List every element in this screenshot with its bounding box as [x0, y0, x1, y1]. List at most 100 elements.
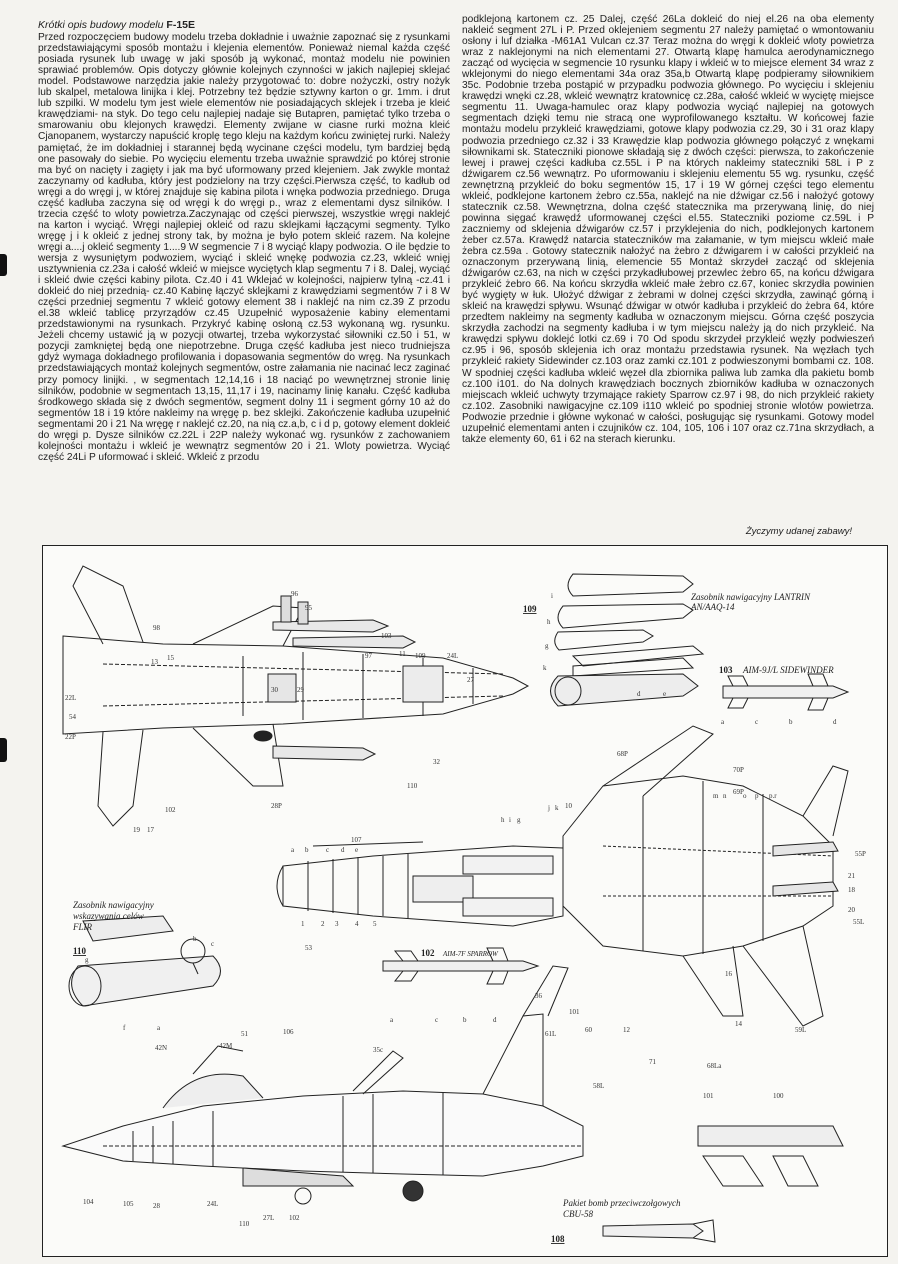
- part-label: a: [390, 1016, 394, 1024]
- part-label: 103: [381, 632, 392, 640]
- part-label: d: [341, 846, 345, 854]
- mid-fuselage-drawing: [276, 841, 564, 927]
- part-label: 55P: [855, 850, 866, 858]
- part-label: 19: [133, 826, 141, 834]
- lantirn-caption: Zasobnik nawigacyjny LANTRIN: [691, 592, 811, 602]
- part-label: m: [713, 792, 719, 800]
- part-label: 69P: [733, 788, 744, 796]
- part-label: 53: [305, 944, 313, 952]
- part-label: d: [833, 718, 837, 726]
- part-label: 104: [83, 1198, 94, 1206]
- part-label: 10: [565, 802, 573, 810]
- part-label: 32: [433, 758, 441, 766]
- part-label: h: [547, 618, 551, 626]
- part-label: a: [291, 846, 295, 854]
- part-label: h: [501, 816, 505, 824]
- flir-caption-1: Zasobnik nawigacyjny: [73, 900, 154, 910]
- part-label: 35c: [373, 1046, 383, 1054]
- flir-caption-3: FLIR: [72, 922, 93, 932]
- part-label: 58L: [593, 1082, 604, 1090]
- part-label: 110: [239, 1220, 250, 1228]
- flir-caption-2: wskazywania celów: [73, 911, 144, 921]
- part-label: c: [755, 718, 758, 726]
- part-label: a: [157, 1024, 161, 1032]
- part-label: b: [789, 718, 793, 726]
- part-label: k: [543, 664, 547, 672]
- part-label: 1: [301, 920, 305, 928]
- part-label: 13: [151, 658, 159, 666]
- part-label: n: [723, 792, 727, 800]
- part-label: g: [517, 816, 521, 824]
- sparrow-drawing: [382, 947, 540, 985]
- left-text-column: Krótki opis budowy modelu F-15E Przed ro…: [38, 19, 450, 463]
- part-label: 3: [335, 920, 339, 928]
- side-view-aircraft: [61, 965, 584, 1205]
- part-label: 95: [305, 604, 313, 612]
- part-label: d: [493, 1016, 497, 1024]
- sparrow-caption: AIM-7F SPARROW: [442, 950, 499, 958]
- part-label: 107: [351, 836, 362, 844]
- part-label: 109: [415, 652, 426, 660]
- part-label: 97: [365, 652, 373, 660]
- part-label: 102: [165, 806, 176, 814]
- part-label: 42N: [155, 1044, 167, 1052]
- assembly-drawing: 109 Zasobnik nawigacyjny LANTRIN AN/AAQ-…: [42, 545, 888, 1257]
- sidewinder-number: 103: [719, 665, 733, 675]
- flir-pod-drawing: [68, 915, 221, 1007]
- part-label: p.r: [769, 792, 777, 800]
- part-label: 54: [69, 713, 77, 721]
- part-label: 100: [773, 1092, 784, 1100]
- part-label: p: [755, 792, 759, 800]
- left-body-text: Przed rozpoczęciem budowy modelu trzeba …: [38, 32, 450, 463]
- part-label: 102: [289, 1214, 300, 1222]
- part-label: 30: [271, 686, 279, 694]
- part-label: 101: [569, 1008, 580, 1016]
- part-label: 27: [467, 676, 475, 684]
- part-label: i: [551, 592, 553, 600]
- part-label: 70P: [733, 766, 744, 774]
- part-label: 29: [297, 686, 305, 694]
- part-label: 98: [153, 624, 161, 632]
- part-label: c: [326, 846, 329, 854]
- part-label: 71: [649, 1058, 657, 1066]
- right-body-text: podklejoną kartonem cz. 25 Dalej, część …: [462, 14, 874, 445]
- closing-wish: Życzymy udanej zabawy!: [745, 526, 852, 537]
- sidewinder-drawing: [722, 673, 850, 711]
- cbu-58-drawing: [602, 1125, 844, 1243]
- cbu-caption-1: Pakiet bomb przeciwczołgowych: [562, 1198, 681, 1208]
- part-label: 42M: [219, 1042, 233, 1050]
- part-label: 22P: [65, 733, 76, 741]
- lantirn-designation: AN/AAQ-14: [690, 602, 735, 612]
- part-label: 22L: [65, 694, 76, 702]
- part-label: i: [509, 816, 511, 824]
- part-label: 27L: [263, 1214, 274, 1222]
- part-label: 16: [725, 970, 733, 978]
- page-title: Krótki opis budowy modelu F-15E: [38, 19, 450, 31]
- part-label: 101: [703, 1092, 714, 1100]
- part-label: 24L: [207, 1200, 218, 1208]
- part-label: 4: [355, 920, 359, 928]
- model-name: F-15E: [166, 19, 195, 31]
- part-label: 28P: [271, 802, 282, 810]
- part-label: e: [355, 846, 358, 854]
- part-label: 24L: [447, 652, 458, 660]
- part-label: b: [193, 935, 197, 943]
- part-label: 51: [241, 1030, 249, 1038]
- part-label: 14: [735, 1020, 743, 1028]
- part-label: 20: [848, 906, 856, 914]
- binding-mark: [0, 254, 7, 276]
- part-label: 11: [399, 650, 406, 658]
- part-label: c: [211, 940, 214, 948]
- part-label: o: [743, 792, 747, 800]
- part-label: d: [637, 690, 641, 698]
- lantirn-pod-drawing: [550, 573, 705, 707]
- part-label: e: [663, 690, 666, 698]
- part-label: 105: [123, 1200, 134, 1208]
- part-label: 68P: [617, 750, 628, 758]
- title-intro: Krótki opis budowy modelu: [38, 19, 164, 31]
- cbu-number: 108: [551, 1234, 565, 1244]
- part-label: 17: [147, 826, 155, 834]
- rear-fuselage-drawing: [562, 725, 849, 1027]
- part-label: b: [463, 1016, 467, 1024]
- part-label: 61L: [545, 1030, 556, 1038]
